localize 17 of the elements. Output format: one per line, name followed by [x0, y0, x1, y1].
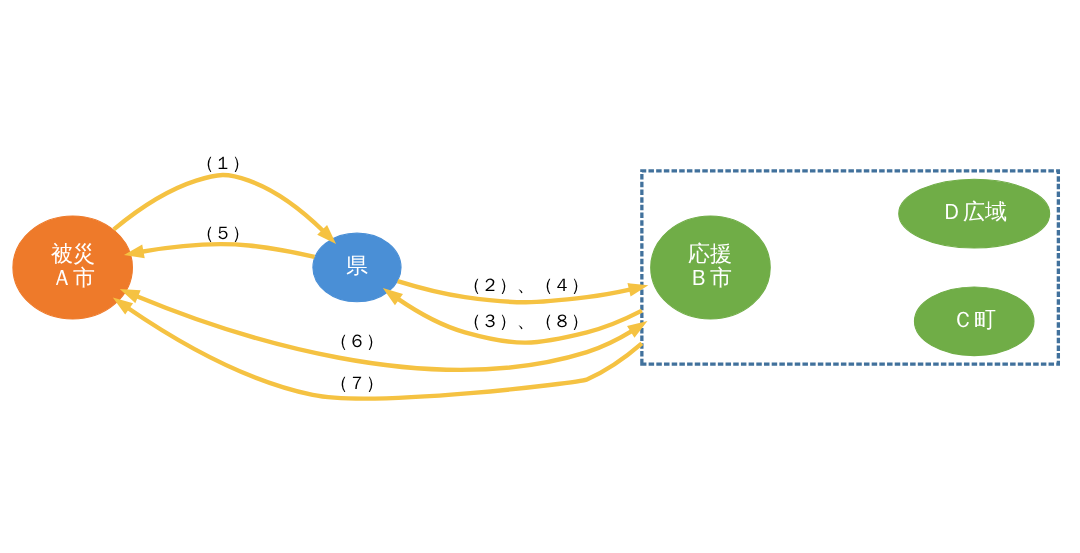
arrow	[123, 241, 315, 259]
arrow	[397, 278, 649, 304]
edge-label: （５）	[195, 222, 250, 243]
arrow	[382, 287, 643, 345]
arrow	[119, 288, 648, 372]
arrow	[112, 297, 644, 401]
node-ellipse: 応援 Ｂ市	[650, 214, 771, 319]
edge-label: （１）	[195, 152, 250, 173]
node-ellipse: 県	[312, 232, 402, 302]
node-ellipse: Ｄ広域	[898, 178, 1051, 248]
edge-label: （６）	[329, 330, 384, 351]
node-ellipse: Ｃ町	[913, 285, 1035, 356]
edge-label: （７）	[329, 372, 384, 393]
arrow	[112, 172, 337, 244]
edge-label: （２）、（４）	[462, 274, 589, 295]
cluster	[640, 168, 1060, 366]
edge-label: （３）、（８）	[462, 310, 589, 331]
